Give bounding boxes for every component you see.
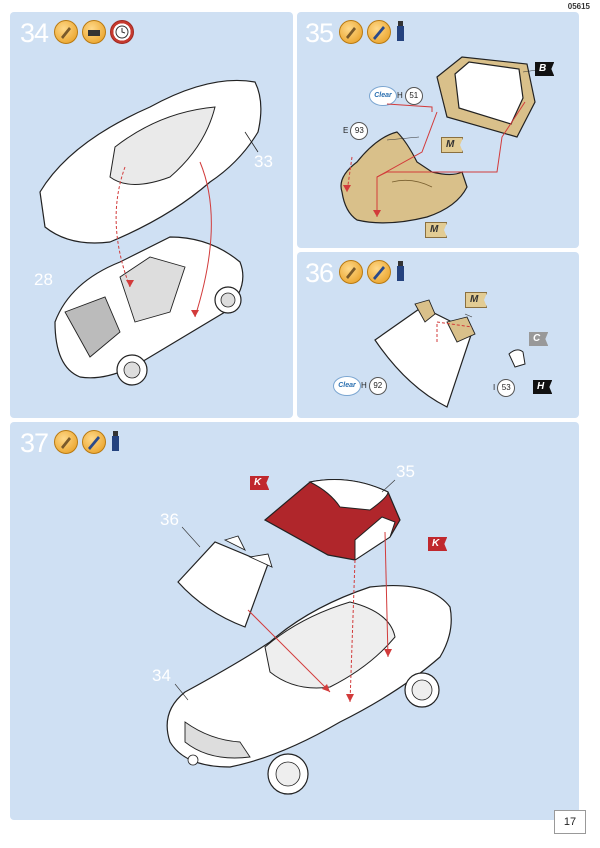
step-number: 35 (305, 18, 334, 48)
paint-bottle-icon (397, 21, 404, 41)
part-number: 93 (350, 122, 369, 140)
part-label-35: 35 (396, 462, 415, 481)
part-number: 51 (404, 87, 423, 105)
sprue-letter: H (361, 381, 367, 390)
step-number: 37 (20, 428, 49, 458)
sprue-letter: E (343, 126, 349, 135)
clamp-icon (82, 20, 106, 44)
step-number: 36 (305, 258, 334, 288)
step-34-panel: 34 33 28 (10, 12, 293, 418)
color-flag-m: M (465, 292, 488, 308)
clock-icon (110, 20, 134, 44)
part-label-34: 34 (152, 666, 171, 685)
part-number: 92 (368, 377, 387, 395)
paint-bottle-icon (112, 431, 119, 451)
color-flag-k: K (428, 537, 448, 551)
part-label-28: 28 (34, 270, 53, 289)
color-flag-b: B (535, 62, 555, 76)
car-body-assembly-drawing (39, 79, 262, 386)
glue-icon (339, 20, 363, 44)
color-flag-m: M (441, 137, 464, 153)
sprue-letter: I (493, 383, 496, 392)
color-flag-h: H (533, 380, 553, 394)
clear-badge: Clear (369, 86, 397, 106)
document-code: 05615 (567, 2, 590, 11)
glue-icon (339, 260, 363, 284)
brush-icon (367, 20, 391, 44)
brush-icon (367, 260, 391, 284)
step-37-panel: 37 35 36 34 K K (10, 422, 579, 820)
color-flag-k: K (250, 476, 270, 490)
part-number: 53 (497, 379, 516, 397)
step-number: 34 (20, 18, 49, 48)
page-number: 17 (554, 810, 586, 834)
glue-icon (54, 20, 78, 44)
glue-icon (54, 430, 78, 454)
color-flag-c: C (529, 332, 549, 346)
brush-icon (82, 430, 106, 454)
windshield-drawing (374, 299, 526, 408)
hardtop-interior-drawing (340, 56, 538, 224)
final-assembly-drawing (166, 478, 452, 795)
clear-badge: Clear (333, 376, 361, 396)
part-label-36: 36 (160, 510, 179, 529)
part-label-33: 33 (254, 152, 273, 171)
color-flag-m: M (425, 222, 448, 238)
sprue-letter: H (397, 91, 403, 100)
paint-bottle-icon (397, 261, 404, 281)
